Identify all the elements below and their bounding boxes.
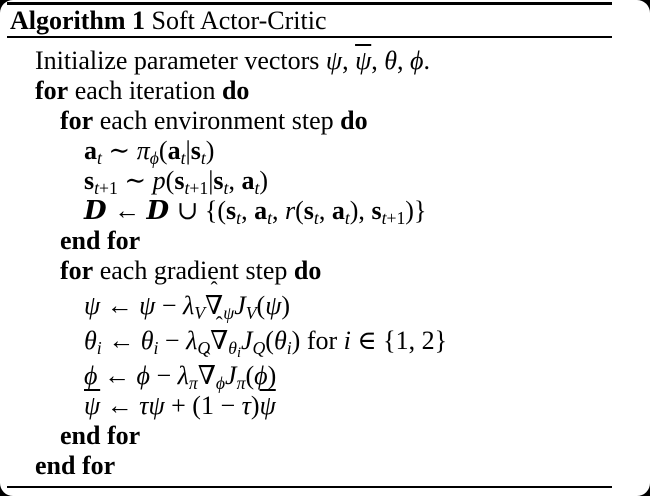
algorithm-line: for each iteration do: [35, 76, 250, 105]
algorithm-title: Soft Actor-Critic: [151, 6, 327, 35]
algorithm-label: Algorithm 1: [10, 6, 146, 35]
algorithm-line: end for: [60, 226, 141, 255]
algorithm-line: D ← D ∪ {(st, at, r(st, at), st+1)}: [84, 196, 427, 228]
top-rule: [7, 2, 612, 5]
algorithm-line: at ∼ πϕ(at|st): [84, 136, 215, 168]
algorithm-line: for each environment step do: [60, 106, 368, 135]
header-rule: [7, 36, 612, 38]
algorithm-line: end for: [35, 451, 116, 480]
bottom-rule: [7, 486, 612, 488]
algorithm-body: Initialize parameter vectors ψ, ψ, θ, ϕ.…: [0, 46, 650, 481]
algorithm-line: for each gradient step do: [60, 256, 322, 285]
algorithm-line: end for: [60, 421, 141, 450]
algorithm-header: Algorithm 1 Soft Actor-Critic: [10, 7, 327, 35]
algorithm-line: Initialize parameter vectors ψ, ψ, θ, ϕ.: [35, 46, 430, 75]
algorithm-line: st+1 ∼ p(st+1|st, at): [84, 166, 269, 198]
algorithm-line: ψ ← τψ + (1 − τ)ψ: [84, 391, 276, 420]
